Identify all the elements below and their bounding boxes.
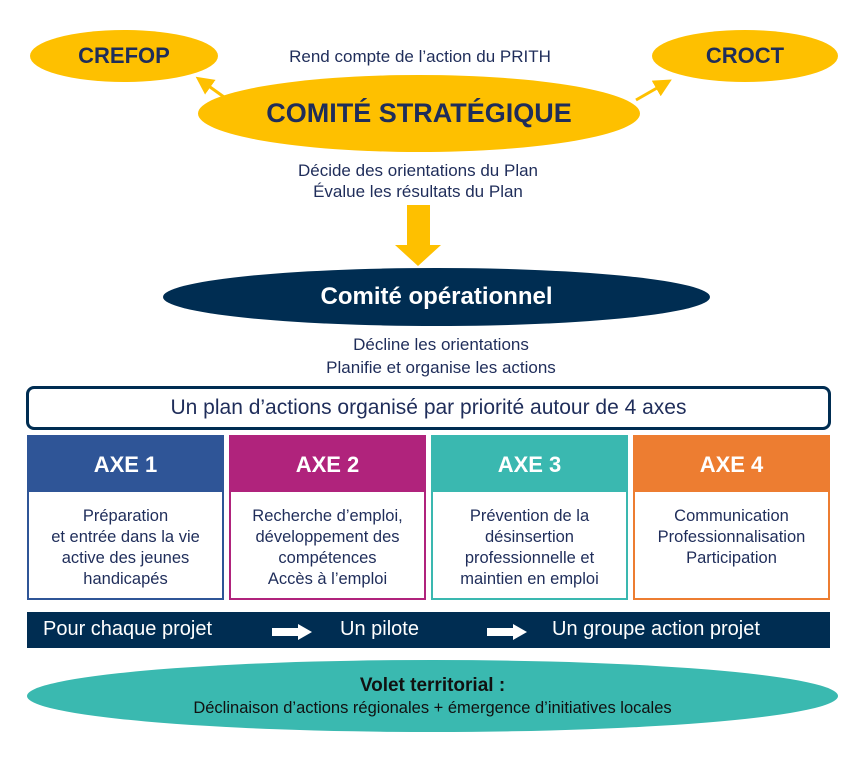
axe-3: AXE 3 Prévention de la désinsertion profess… — [431, 435, 628, 600]
operational-role-2: Planifie et organise les actions — [326, 358, 556, 377]
arrow-to-croct — [635, 79, 672, 102]
crefop-ellipse: CREFOP — [30, 30, 218, 82]
operational-role-1: Décline les orientations — [353, 335, 529, 354]
axe-2: AXE 2 Recherche d’emploi, développement de… — [229, 435, 426, 600]
crefop-label: CREFOP — [78, 43, 170, 68]
report-text: Rend compte de l’action du PRITH — [289, 47, 551, 66]
croct-ellipse: CROCT — [652, 30, 838, 82]
axe-3-line: désinsertion — [485, 528, 574, 546]
project-band: Pour chaque projet Un pilote Un groupe a… — [27, 612, 830, 648]
axe-3-header: AXE 3 — [433, 437, 626, 492]
project-band-step-2: Un pilote — [340, 618, 419, 640]
strategic-role-1: Décide des orientations du Plan — [297, 161, 539, 180]
strategic-committee-ellipse: COMITÉ STRATÉGIQUE — [198, 75, 640, 152]
axe-4-header: AXE 4 — [635, 437, 828, 492]
strategic-committee-label: COMITÉ STRATÉGIQUE — [266, 98, 572, 128]
arrow-to-crefop — [195, 76, 225, 99]
axe-4-line: Communication — [674, 507, 789, 525]
territorial-title: Volet territorial : — [359, 674, 506, 696]
axe-1: AXE 1 Préparation et entrée dans la vie act… — [27, 435, 224, 600]
operational-committee-label: Comité opérationnel — [320, 283, 553, 310]
plan-title-box: Un plan d’actions organisé par priorité … — [26, 386, 831, 430]
down-arrow — [395, 205, 441, 266]
territorial-ellipse: Volet territorial : Déclinaison d’action… — [27, 660, 838, 732]
axe-3-line: Prévention de la — [469, 507, 590, 525]
axe-2-line: Accès à l’emploi — [267, 570, 388, 588]
axe-1-line: Préparation — [82, 507, 169, 525]
axe-1-line: active des jeunes — [61, 549, 190, 567]
strategic-role-2: Évalue les résultats du Plan — [313, 182, 523, 201]
axe-3-line: professionnelle et — [464, 549, 595, 567]
axe-1-line: et entrée dans la vie — [51, 528, 200, 546]
axe-1-line: handicapés — [83, 570, 168, 588]
axe-1-header: AXE 1 — [29, 437, 222, 492]
territorial-text: Déclinaison d’actions régionales + émerg… — [193, 698, 672, 717]
right-arrow-icon — [487, 624, 527, 640]
right-arrow-icon — [272, 624, 312, 640]
croct-label: CROCT — [705, 43, 785, 68]
project-band-step-3: Un groupe action projet — [552, 618, 760, 640]
axe-2-line: développement des — [255, 528, 400, 546]
plan-title: Un plan d’actions organisé par priorité … — [170, 396, 687, 419]
operational-committee-ellipse: Comité opérationnel — [163, 268, 710, 326]
axe-3-line: maintien en emploi — [460, 570, 599, 588]
axe-4-line: Professionnalisation — [657, 528, 806, 546]
project-band-step-1: Pour chaque projet — [43, 618, 213, 640]
axe-4-line: Participation — [686, 549, 777, 567]
axe-2-line: compétences — [278, 549, 377, 567]
axe-2-line: Recherche d’emploi, — [252, 507, 403, 525]
axe-2-header: AXE 2 — [231, 437, 424, 492]
